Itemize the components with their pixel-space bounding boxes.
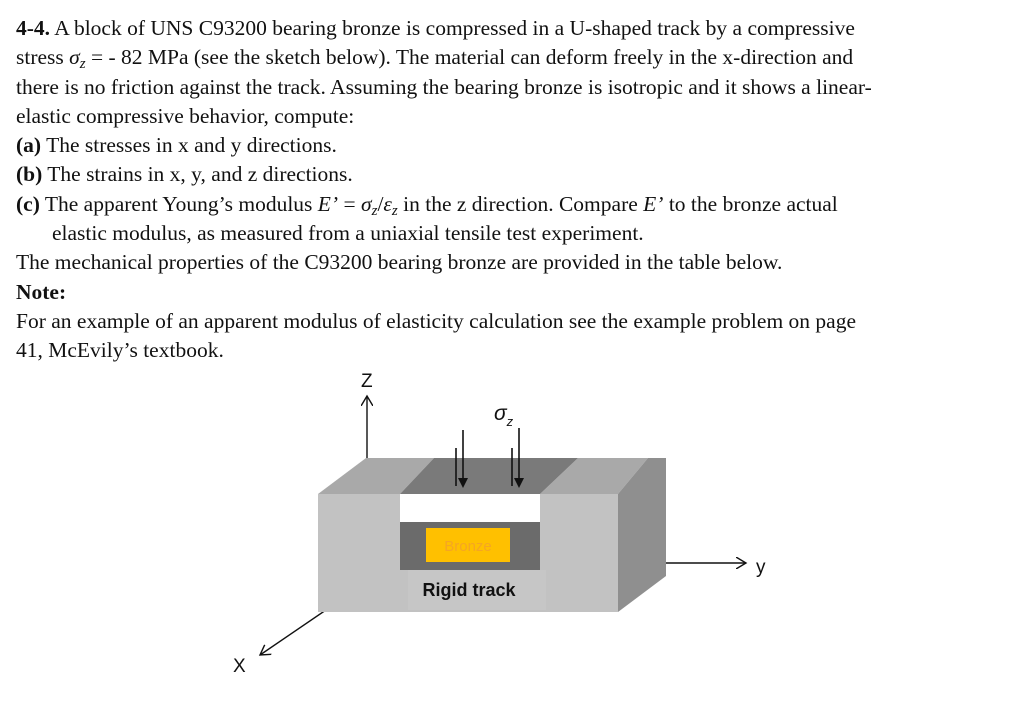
bronze-block <box>426 528 510 562</box>
rigid-track-label: Rigid track <box>422 580 516 600</box>
problem-number: 4-4. <box>16 16 51 40</box>
stress-label: σz <box>494 402 514 429</box>
groove-back <box>400 458 578 494</box>
problem-line-1: 4-4. A block of UNS C93200 bearing bronz… <box>16 16 855 40</box>
problem-line-3: there is no friction against the track. … <box>16 74 872 99</box>
bronze-label: Bronze <box>444 538 492 555</box>
question-b: (b) The strains in x, y, and z direction… <box>16 162 353 187</box>
properties-line: The mechanical properties of the C93200 … <box>16 250 783 275</box>
y-axis-label: y <box>756 557 766 578</box>
question-c: (c) The apparent Young’s modulus E’ = σz… <box>16 191 838 219</box>
note-line-2: 41, McEvily’s textbook. <box>16 338 224 363</box>
problem-text: 4-4. A block of UNS C93200 bearing bronz… <box>16 14 1006 366</box>
question-c-continued: elastic modulus, as measured from a unia… <box>52 221 644 246</box>
rigid-track-label-box <box>408 570 546 610</box>
problem-line-2: stress σz = - 82 MPa (see the sketch bel… <box>16 45 854 73</box>
x-axis-label: X <box>233 656 246 677</box>
right-wall-top <box>540 458 648 494</box>
left-wall-top <box>318 458 434 494</box>
track-side <box>618 458 666 612</box>
note-label: Note: <box>16 279 67 304</box>
sigma-z-symbol: σz <box>69 45 86 73</box>
note-line-1: For an example of an apparent modulus of… <box>16 308 857 333</box>
z-axis-label: Z <box>361 371 373 392</box>
problem-line-4: elastic compressive behavior, compute: <box>16 103 355 128</box>
stress-arrow-left <box>455 430 468 488</box>
stress-arrow-right <box>511 428 524 488</box>
question-a: (a) The stresses in x and y directions. <box>16 133 337 158</box>
